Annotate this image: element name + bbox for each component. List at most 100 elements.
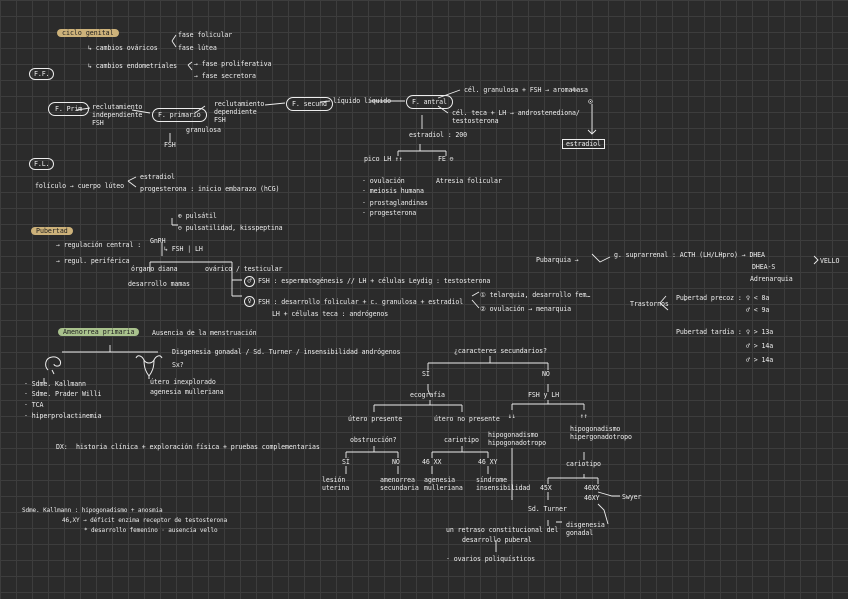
ciclo-fase-secretora-label: fase secretora — [201, 72, 256, 80]
fl-label: F.L. — [29, 158, 55, 170]
pubertad-adrenarquia: Adrenarquia — [750, 275, 793, 283]
ff-node-primordial: F. Prim — [48, 102, 90, 116]
ciclo-fase-folicular: fase folicular — [178, 31, 233, 39]
ciclo-cambios-endometriales-label: cambios endometriales — [95, 62, 178, 70]
amenorrea-agenesia2: agenesia mulleriana — [424, 476, 463, 492]
pubertad-male-line: FSH : espermatogénesis // LH + células L… — [258, 277, 491, 285]
ff-node-secundario: F. secund — [286, 97, 333, 111]
ff-cel-granulosa: cél. granulosa + FSH → aromatasa — [464, 86, 588, 94]
pubertad-tardia-o: ♂ > 14a — [746, 356, 774, 364]
amenorrea-sd-list3: · TCA — [24, 401, 44, 409]
pubertad-precoz: Pubertad precoz : — [676, 294, 742, 302]
fl-progesterona: progesterona : inicio embarazo (hCG) — [140, 185, 280, 193]
pubertad-gnrh: GnRH — [150, 237, 166, 245]
ciclo-fase-secretora: → fase secretora — [194, 72, 256, 80]
ff-reclutamiento-indep: reclutamiento independiente FSH — [92, 103, 143, 127]
amenorrea-si: SÍ — [422, 370, 430, 378]
amenorrea-fsh-lh: FSH y LH — [528, 391, 559, 399]
amenorrea-retraso: un retraso constitucional del — [446, 526, 559, 534]
amenorrea-sx: Sx? — [172, 361, 184, 369]
ff-estradiol-200: estradiol : 200 — [409, 131, 468, 139]
amenorrea-dx-text: historia clínica + exploración física + … — [76, 443, 320, 451]
amenorrea-utero-presente: útero presente — [348, 415, 403, 423]
amenorrea-hipogonadismo: hipogonadismo hipogonadotropo — [488, 431, 547, 447]
amenorrea-down-down: ↓↓ — [508, 412, 516, 420]
amenorrea-utero-no-presente: útero no presente — [434, 415, 500, 423]
amenorrea-sd-list1: · Sdme. Kallmann — [24, 380, 86, 388]
amenorrea-46xy: 46 XY — [478, 458, 498, 466]
ff-reclutamiento-dep: reclutamiento dependiente FSH — [214, 100, 265, 124]
amenorrea-46xx: 46 XX — [422, 458, 442, 466]
pubertad-dheas: DHEA-S — [752, 263, 776, 271]
pubertad-trastornos: Trastornos — [630, 300, 669, 308]
ff-label: F.F. — [29, 68, 55, 80]
pubertad-organo-diana: órgano diana — [131, 265, 178, 273]
amenorrea-hiper-hipogonadismo: hipogonadismo hipergonadotropo — [570, 425, 632, 441]
amenorrea-header-rest: Ausencia de la menstruación — [152, 329, 257, 337]
ff-cel-teca: cél. teca + LH → androstenediona/ testos… — [452, 109, 580, 125]
pubertad-female-line2: LH + células teca : andrógenos — [272, 310, 389, 318]
amenorrea-46xy2: 46XY — [584, 494, 600, 502]
amenorrea-ecografia: ecografía — [410, 391, 445, 399]
amenorrea-note2: 46,XY → déficit enzima receptor de testo… — [62, 517, 228, 524]
amenorrea-uterina: lesión uterina — [322, 476, 350, 492]
amenorrea-amenorrea-sec: amenorrea secundaria — [380, 476, 419, 492]
pubertad-tardia-m: ♂ > 14a — [746, 342, 774, 350]
pubertad-regul-periferica: → regul. periférica — [56, 257, 130, 265]
ff-estradiol-box: estradiol — [562, 139, 605, 149]
amenorrea-sd-list4: · hiperprolactinemia — [24, 412, 102, 420]
amenorrea-obstruccion: obstrucción? — [350, 436, 397, 444]
ciclo-fase-lutea: fase lútea — [178, 44, 217, 52]
pubertad-desarrollo-mamas: desarrollo mamas — [128, 280, 190, 288]
amenorrea-desarrollo: desarrollo puberal — [462, 536, 532, 544]
pubertad-pubarquia: Pubarquia → — [536, 256, 579, 264]
amenorrea-dx: DX: — [56, 443, 68, 451]
fl-estradiol: estradiol — [140, 173, 175, 181]
ciclo-fase-proliferativa-label: fase proliferativa — [201, 60, 272, 68]
pubertad-fsh-lh: ↳ FSH | LH — [164, 245, 203, 253]
pubertad-tardia-f: ♀ > 13a — [746, 328, 774, 336]
amenorrea-agenesia: agenesia mulleriana — [150, 388, 224, 396]
amenorrea-header: Amenorrea primaria — [58, 328, 140, 336]
pubertad-ovario-testicular: ovárico / testicular — [205, 265, 283, 273]
female-symbol-icon: ♀ — [244, 296, 255, 307]
fl-line1: folículo → cuerpo lúteo — [35, 182, 125, 190]
amenorrea-up-up: ↑↑ — [580, 412, 588, 420]
pubertad-vello: VELLO — [820, 257, 840, 265]
pubertad-female-b1: ① telarquia, desarrollo fem… — [480, 291, 591, 299]
amenorrea-45x: 45X — [540, 484, 552, 492]
pubertad-female-line1: FSH : desarrollo folicular + c. granulos… — [258, 298, 464, 306]
ciclo-cambios-ovaricos: ↳ cambios ováricos — [88, 44, 158, 52]
pubertad-tardia: Pubertad tardía : — [676, 328, 742, 336]
ff-node-antral: F. antral — [406, 95, 453, 109]
amenorrea-46xx2: 46XX — [584, 484, 600, 492]
ff-ovulacion: · ovulación — [362, 177, 405, 185]
brain-icon — [42, 352, 66, 381]
pubertad-precoz-f: ♀ < 8a — [746, 294, 770, 302]
pubertad-gnrh-plus: ⊕ pulsátil — [178, 212, 217, 220]
pubertad-suprarrenal: g. suprarrenal : ACTH (LH/LHpro) → DHEA — [614, 251, 765, 259]
ff-granulosa: granulosa — [186, 126, 221, 134]
uterus-icon — [132, 352, 166, 385]
amenorrea-cariotipo2: cariotipo — [566, 460, 601, 468]
ciclo-header: ciclo genital — [57, 29, 119, 37]
pubertad-precoz-m: ♂ < 9a — [746, 306, 770, 314]
amenorrea-si2: SÍ — [342, 458, 350, 466]
ff-meiosis: · meiosis humana — [362, 187, 424, 195]
ff-pico-lh: pico LH ↑↑ — [364, 155, 403, 163]
amenorrea-ovarios: · ovarios poliquísticos — [446, 555, 536, 563]
amenorrea-no2: NO — [392, 458, 400, 466]
pubertad-header: Pubertad — [31, 227, 73, 235]
ff-node-primario: F. primario — [152, 108, 207, 122]
amenorrea-note3: * desarrollo femenino · ausencia vello — [84, 527, 218, 534]
ff-clock-mark: ⊙ — [588, 97, 593, 106]
pubertad-regulacion-central: → regulación central : — [56, 241, 142, 249]
amenorrea-swyer: Swyer — [622, 493, 642, 501]
amenorrea-disgenesia2: disgenesia gonadal — [566, 521, 605, 537]
amenorrea-caracteres: ¿caracteres secundarios? — [454, 347, 547, 355]
ciclo-cambios-ovaricos-label: cambios ováricos — [95, 44, 158, 52]
amenorrea-sd-list2: · Sdme. Prader Willi — [24, 390, 102, 398]
pubertad-female-b2: ② ovulación → menarquia — [480, 305, 571, 313]
